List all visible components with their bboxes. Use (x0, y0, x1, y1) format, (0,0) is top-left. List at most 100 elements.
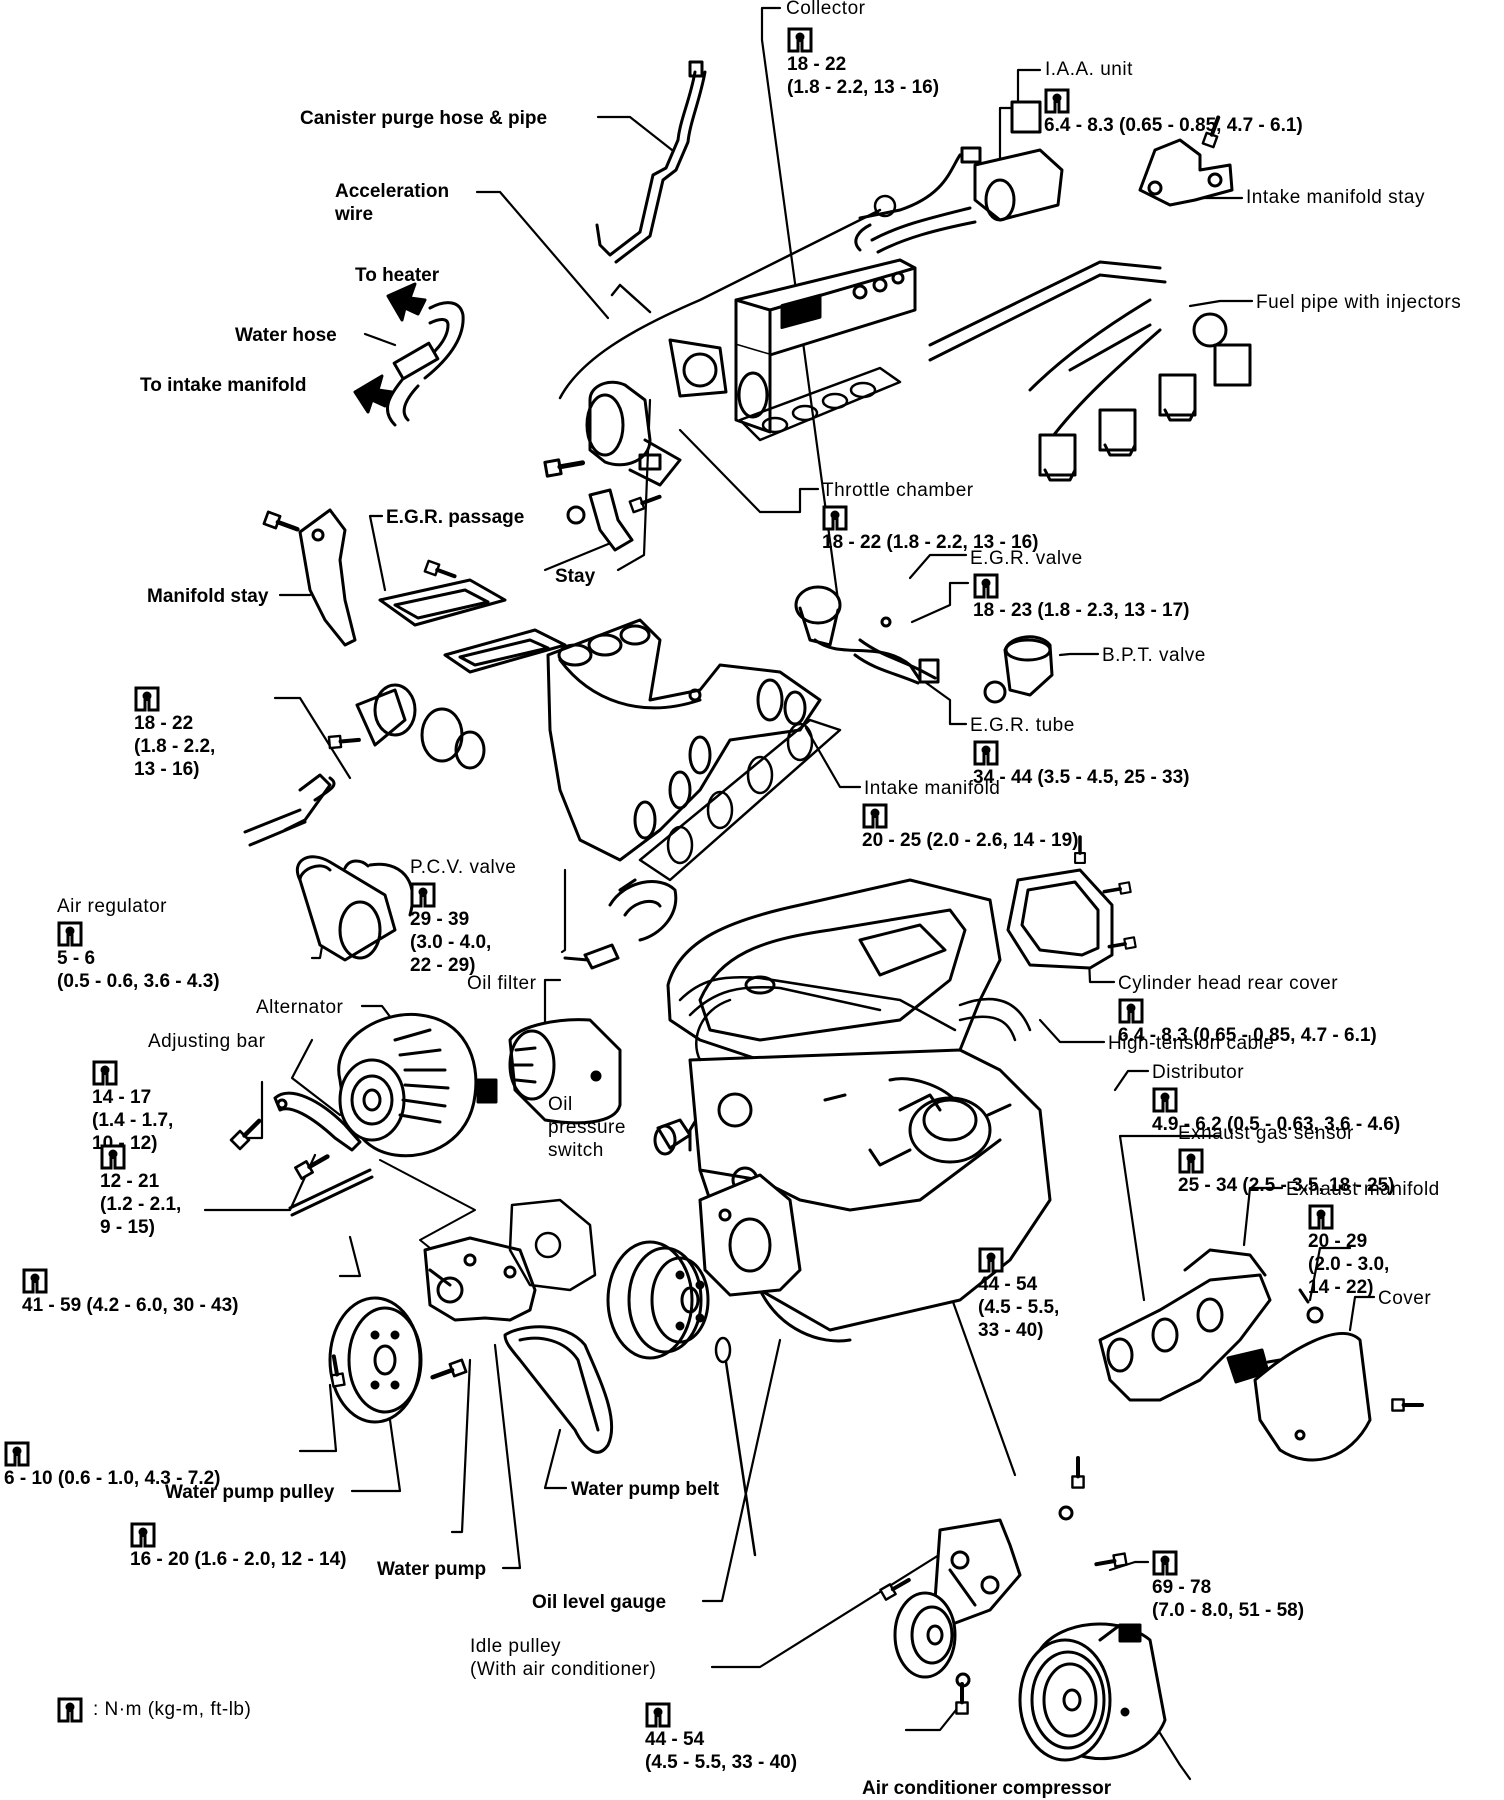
torque-wrench-icon (1152, 1087, 1178, 1113)
torque-wrench-icon (410, 882, 436, 908)
label-intake-manifold: Intake manifold (864, 777, 1000, 800)
alternator (337, 1012, 498, 1158)
torque-line: 41 - 59 (4.2 - 6.0, 30 - 43) (22, 1295, 239, 1316)
label-bpt-valve: B.P.T. valve (1102, 644, 1206, 667)
label-line: Water pump (377, 1559, 487, 1580)
label-line: Oil (548, 1094, 573, 1115)
intake-manifold-gasket (638, 718, 842, 882)
water-hose (385, 301, 465, 427)
torque-wrench-icon (92, 1060, 118, 1086)
label-oil-filter: Oil filter (467, 972, 536, 995)
torque-t-cyl-head-cover: 6.4 - 8.3 (0.65 - 0.85, 4.7 - 6.1) (1118, 998, 1377, 1047)
torque-t-throttle: 18 - 22 (1.8 - 2.2, 13 - 16) (822, 505, 1039, 554)
torque-line: 29 - 39 (410, 909, 470, 930)
high-tension-cable (678, 975, 1032, 1062)
label-line: Idle pulley (470, 1636, 562, 1657)
torque-t-pcv: 29 - 39(3.0 - 4.0,22 - 29) (410, 882, 491, 977)
canister-purge-pipe (595, 60, 707, 264)
label-line: E.G.R. passage (386, 507, 525, 528)
label-egr-tube: E.G.R. tube (970, 714, 1075, 737)
water-pump-gasket (508, 1198, 597, 1292)
egr-tube (853, 638, 940, 685)
manifold-stay (264, 508, 357, 647)
label-line: (With air conditioner) (470, 1659, 657, 1680)
adjusting-bar (273, 1091, 362, 1152)
idle-pulley (893, 1591, 957, 1679)
torque-line: 12 - 21 (100, 1171, 160, 1192)
torque-line: 44 - 54 (645, 1729, 705, 1750)
label-line: pressure (548, 1117, 626, 1138)
exhaust-stud (1298, 1288, 1324, 1324)
label-cover: Cover (1378, 1287, 1431, 1310)
label-line: Oil filter (467, 973, 537, 994)
torque-wrench-icon (822, 505, 848, 531)
water-pump (423, 1236, 537, 1322)
label-water-pump: Water pump (377, 1558, 486, 1581)
label-line: I.A.A. unit (1045, 59, 1133, 80)
air-conditioner-compressor (1018, 1622, 1167, 1762)
label-water-pump-belt: Water pump belt (571, 1478, 719, 1501)
label-line: Manifold stay (147, 586, 269, 607)
water-pump-bolt (430, 1360, 466, 1383)
label-manifold-stay: Manifold stay (147, 585, 268, 608)
torque-wrench-icon (22, 1268, 48, 1294)
torque-line: 44 - 54 (978, 1274, 1038, 1295)
torque-wrench-icon (1178, 1148, 1204, 1174)
label-line: Adjusting bar (148, 1031, 266, 1052)
label-intake-manifold-stay: Intake manifold stay (1246, 186, 1425, 209)
torque-wrench-icon (1308, 1204, 1334, 1230)
label-line: Cylinder head rear cover (1118, 973, 1339, 994)
label-collector: Collector (786, 0, 865, 20)
water-outlet (329, 683, 486, 770)
torque-line: 18 - 22 (1.8 - 2.2, 13 - 16) (822, 532, 1039, 553)
torque-line: 16 - 20 (1.6 - 2.0, 12 - 14) (130, 1549, 347, 1570)
throttle-chamber (585, 338, 728, 487)
label-iaa-unit: I.A.A. unit (1045, 58, 1133, 81)
torque-wrench-icon (862, 803, 888, 829)
acceleration-wire (558, 194, 897, 400)
torque-t-idle-pulley: 44 - 54(4.5 - 5.5, 33 - 40) (645, 1702, 797, 1774)
label-line: To intake manifold (140, 375, 307, 396)
egr-passage (378, 561, 567, 674)
to-heater-arrow-icon (386, 282, 427, 322)
legend: : N·m (kg-m, ft-lb) (57, 1697, 251, 1723)
label-line: Air conditioner compressor (862, 1778, 1112, 1799)
label-to-heater: To heater (355, 264, 439, 287)
torque-t-egr-valve: 18 - 23 (1.8 - 2.3, 13 - 17) (973, 573, 1190, 622)
label-to-intake-manifold: To intake manifold (140, 374, 306, 397)
label-line: Stay (555, 566, 596, 587)
label-exhaust-gas-sensor: Exhaust gas sensor (1178, 1122, 1354, 1145)
label-exhaust-manifold: Exhaust manifold (1286, 1178, 1440, 1201)
ac-bracket (933, 1518, 1022, 1627)
bpt-valve (983, 635, 1054, 704)
label-line: Acceleration (335, 181, 450, 202)
label-pcv-valve: P.C.V. valve (410, 856, 516, 879)
torque-line: (3.0 - 4.0, (410, 932, 492, 953)
iaa-unit (854, 100, 1064, 252)
label-air-regulator: Air regulator (57, 895, 167, 918)
torque-line: 13 - 16) (134, 759, 200, 780)
label-egr-valve: E.G.R. valve (970, 547, 1083, 570)
torque-t-alternator-bolt: 12 - 21(1.2 - 2.1,9 - 15) (100, 1144, 181, 1239)
label-adjusting-bar: Adjusting bar (148, 1030, 265, 1053)
label-egr-passage: E.G.R. passage (386, 506, 524, 529)
torque-line: 18 - 22 (134, 713, 194, 734)
stay-bracket (566, 488, 634, 552)
torque-line: 5 - 6 (57, 948, 96, 969)
intake-manifold-stay (1138, 116, 1234, 207)
torque-wrench-icon (1044, 88, 1070, 114)
torque-wrench-icon (134, 686, 160, 712)
torque-t-distributor: 4.9 - 6.2 (0.5 - 0.63, 3.6 - 4.6) (1152, 1087, 1400, 1136)
torque-wrench-icon (57, 1697, 83, 1723)
torque-line: 33 - 40) (978, 1320, 1044, 1341)
label-line: Exhaust manifold (1286, 1179, 1440, 1200)
pcv-valve (563, 943, 620, 970)
label-line: Fuel pipe with injectors (1256, 292, 1462, 313)
label-line: Canister purge hose & pipe (300, 108, 548, 129)
torque-t-pulley: 6 - 10 (0.6 - 1.0, 4.3 - 7.2) (4, 1441, 221, 1490)
label-stay: Stay (555, 565, 595, 588)
torque-wrench-icon (57, 921, 83, 947)
water-pump-pulley (328, 1296, 423, 1424)
